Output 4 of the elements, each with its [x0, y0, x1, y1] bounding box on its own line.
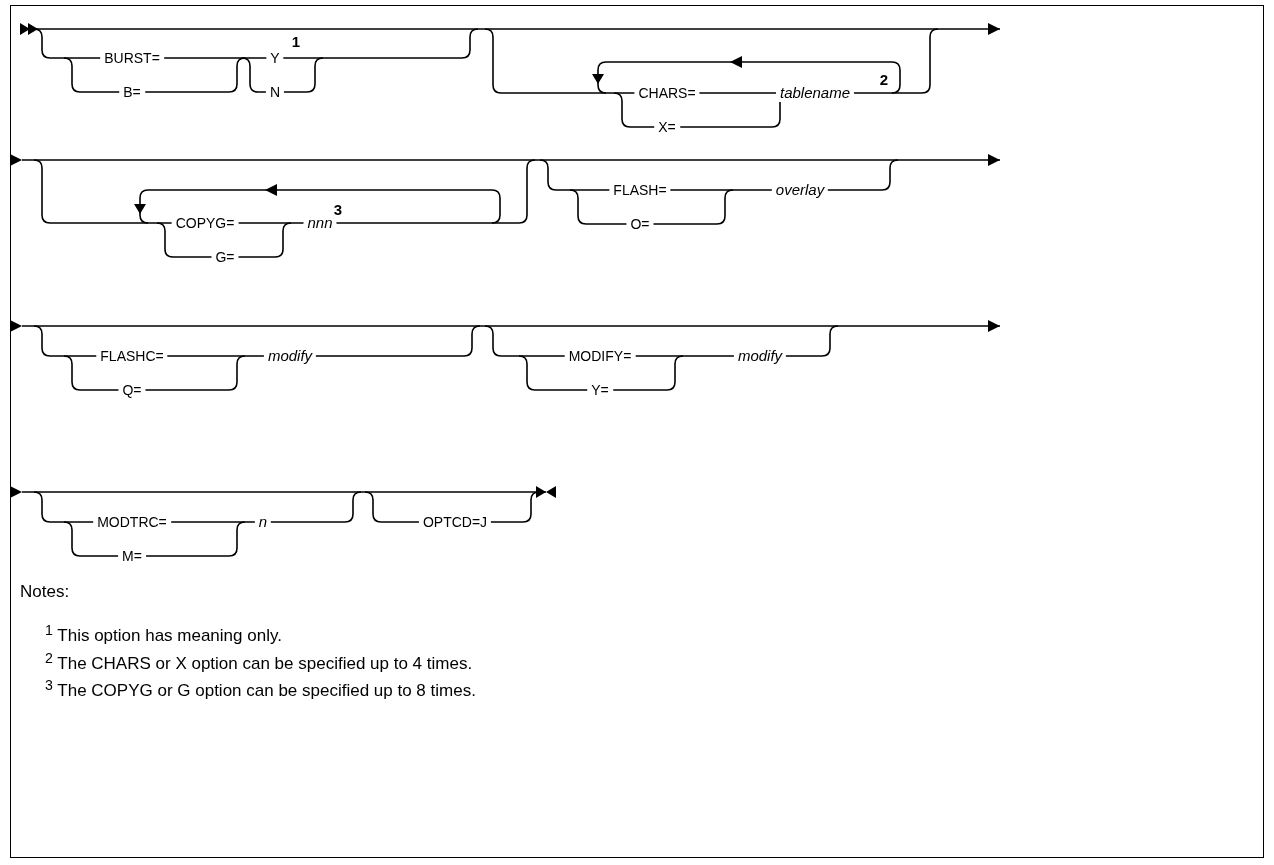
syntax-variable: overlay — [771, 181, 829, 199]
syntax-variable: tablename — [775, 84, 855, 102]
syntax-variable: modify — [263, 347, 317, 365]
syntax-variable: modify — [733, 347, 787, 365]
